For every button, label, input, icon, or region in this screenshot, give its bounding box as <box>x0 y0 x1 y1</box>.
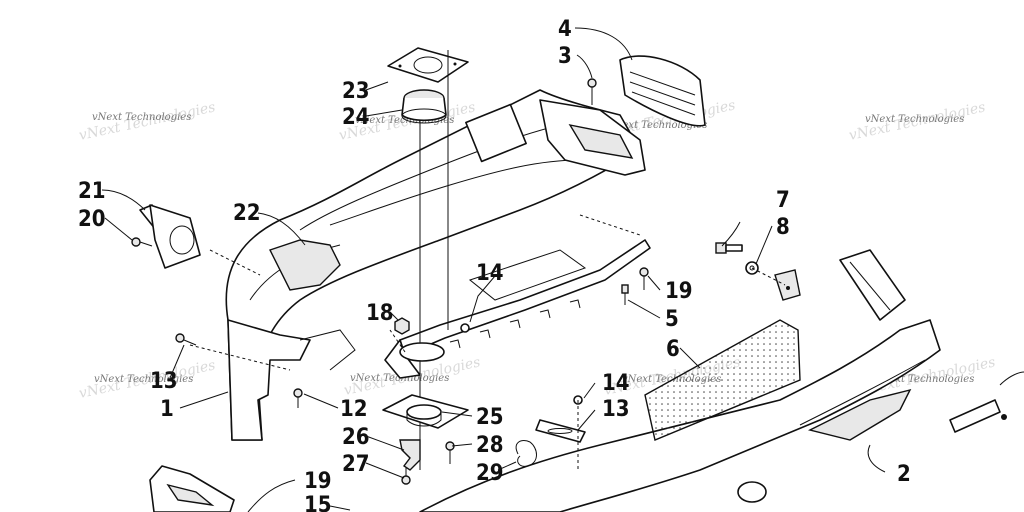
screw-19 <box>639 267 649 290</box>
watermark: vNext Technologies <box>94 374 193 385</box>
bracket-part <box>774 269 801 301</box>
callout-29: 29 <box>476 461 504 486</box>
watermark: vNext Technologies <box>875 374 974 385</box>
callout-1: 1 <box>160 397 174 422</box>
callout-27: 27 <box>342 452 370 477</box>
callout-8: 8 <box>776 215 790 240</box>
screw-3 <box>587 78 597 105</box>
callout-19: 19 <box>665 279 693 304</box>
watermark: vNext Technologies <box>865 114 964 125</box>
clamp-29 <box>515 440 537 467</box>
callout-13: 13 <box>150 369 178 394</box>
callout-14: 14 <box>476 261 504 286</box>
screw-12 <box>293 388 303 408</box>
ring-part <box>399 342 445 362</box>
intake-funnel-part <box>139 204 201 269</box>
side-panel-part <box>149 465 235 512</box>
gasket-part <box>387 47 469 83</box>
screw-28 <box>445 441 455 464</box>
callout-26: 26 <box>342 425 370 450</box>
hinge-part <box>949 371 1024 433</box>
callout-13b: 13 <box>602 397 630 422</box>
rear-panel-part <box>419 249 941 512</box>
callout-5: 5 <box>665 307 679 332</box>
callout-3: 3 <box>558 44 572 69</box>
boot-part <box>401 89 447 124</box>
callout-21: 21 <box>78 179 106 204</box>
side-handle-part <box>539 99 646 176</box>
callout-12: 12 <box>340 397 368 422</box>
belly-pan-part <box>225 89 641 441</box>
strap-13 <box>535 419 586 443</box>
nut-18 <box>394 317 410 335</box>
watermark: vNext Technologies <box>355 115 454 126</box>
callout-28: 28 <box>476 433 504 458</box>
callout-6: 6 <box>666 337 680 362</box>
callout-22: 22 <box>233 201 261 226</box>
callout-14b: 14 <box>602 371 630 396</box>
louvered-vent-part <box>619 55 706 127</box>
callout-25: 25 <box>476 405 504 430</box>
callout-15: 15 <box>304 493 332 512</box>
lower-gasket-part <box>382 394 469 429</box>
callout-19b: 19 <box>304 469 332 494</box>
watermark: vNext Technologies <box>608 120 707 131</box>
rivet-5 <box>621 284 629 305</box>
screw-13 <box>175 333 197 346</box>
callout-20: 20 <box>78 207 106 232</box>
callout-18: 18 <box>366 301 394 326</box>
callout-4: 4 <box>558 17 572 42</box>
watermark: vNext Technologies <box>92 112 191 123</box>
callout-24: 24 <box>342 105 370 130</box>
screw-20 <box>131 237 153 247</box>
clip-26 <box>399 439 421 471</box>
callout-7: 7 <box>776 188 790 213</box>
callouts: 4 3 23 24 21 20 22 14 18 19 5 7 8 6 13 1… <box>78 17 911 512</box>
guide-lines <box>189 249 786 470</box>
callout-23: 23 <box>342 79 370 104</box>
insulation-pad-part <box>644 319 801 441</box>
callout-2: 2 <box>897 462 911 487</box>
bolt-7 <box>715 242 743 254</box>
leader-lines <box>101 27 886 512</box>
washer-14 <box>460 323 470 333</box>
